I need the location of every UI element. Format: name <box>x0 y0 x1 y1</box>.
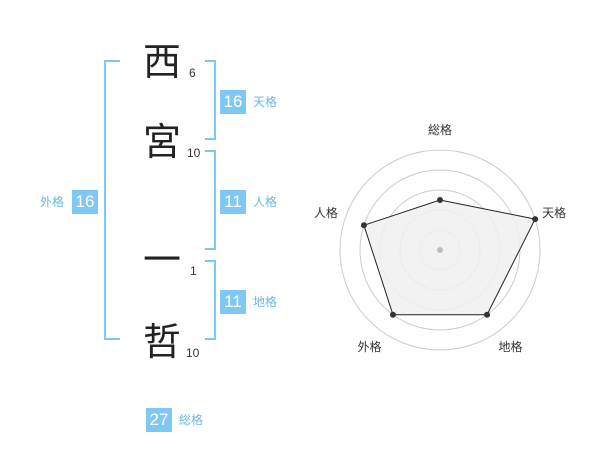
jinkaku-label: 人格 <box>253 195 278 209</box>
radar-point-3 <box>389 311 396 318</box>
tenkaku-label: 天格 <box>253 95 278 109</box>
given-char-1: 一 <box>142 238 181 282</box>
stroke-count-1: 6 <box>189 66 196 80</box>
soukaku-label: 総格 <box>179 413 204 427</box>
tenkaku-value-badge: 16 <box>220 90 246 114</box>
gaikaku-label: 外格 <box>40 195 65 209</box>
soukaku-value-badge: 27 <box>146 408 172 432</box>
radar-point-1 <box>532 216 539 223</box>
radar-axis-label-1: 天格 <box>542 205 566 220</box>
radar-ring <box>339 149 541 351</box>
chikaku-value-badge: 11 <box>220 290 246 314</box>
radar-center-dot <box>437 247 443 253</box>
jinkaku-bracket <box>205 150 216 250</box>
stroke-count-3: 1 <box>190 264 197 278</box>
radar-axis-label-2: 地格 <box>499 339 523 354</box>
radar-point-4 <box>360 222 367 229</box>
surname-char-2: 宮 <box>142 120 181 164</box>
gaikaku-value-badge: 16 <box>72 190 98 214</box>
given-char-2: 哲 <box>142 320 181 364</box>
radar-point-2 <box>484 311 491 318</box>
radar-polygon <box>363 199 536 316</box>
tenkaku-bracket <box>205 60 216 140</box>
jinkaku-value-badge: 11 <box>220 190 246 214</box>
radar-axis-label-4: 人格 <box>314 205 338 220</box>
stroke-count-4: 10 <box>186 346 200 360</box>
radar-point-0 <box>437 197 443 203</box>
chikaku-label: 地格 <box>253 295 278 309</box>
gaikaku-bracket <box>104 60 120 340</box>
radar-points <box>360 197 539 318</box>
radar-axis-label-3: 外格 <box>357 339 381 354</box>
surname-char-1: 西 <box>142 40 181 84</box>
chikaku-bracket <box>205 260 216 340</box>
radar-axis-label-0: 総格 <box>428 122 452 137</box>
stroke-count-2: 10 <box>187 146 201 160</box>
